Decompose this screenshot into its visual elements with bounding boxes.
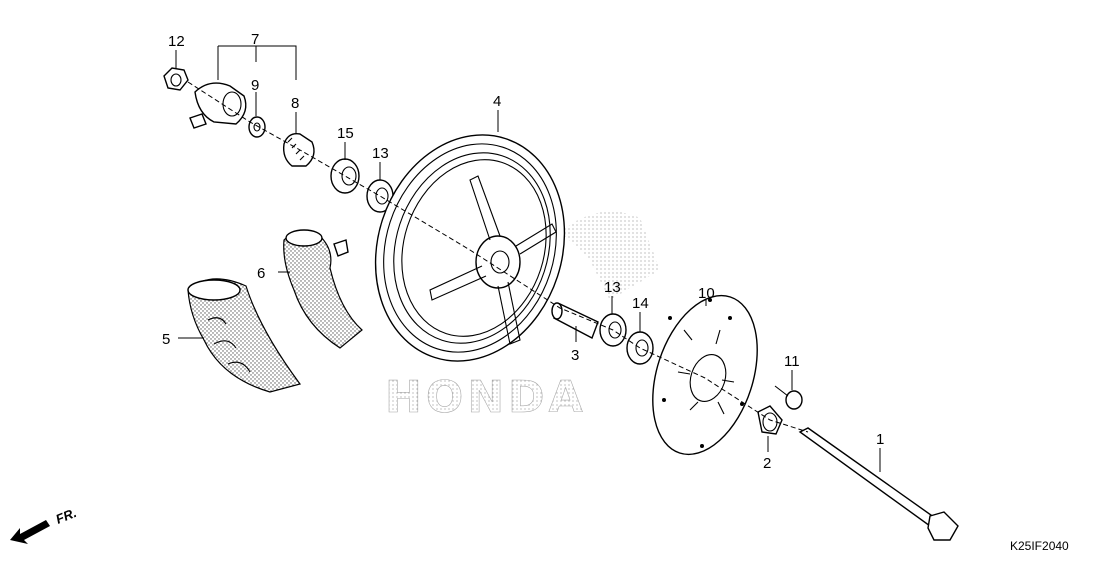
part-7-gearbox	[189, 82, 247, 129]
callout-4: 4	[493, 93, 501, 110]
callout-5: 5	[162, 331, 170, 348]
callout-15: 15	[337, 125, 354, 142]
callout-6: 6	[257, 265, 265, 282]
callout-10: 10	[698, 285, 715, 302]
callout-13-lower: 13	[604, 279, 621, 296]
callout-7: 7	[251, 31, 259, 48]
part-11-bolt	[774, 385, 803, 410]
part-6-tube	[283, 229, 363, 349]
callout-13-upper: 13	[372, 145, 389, 162]
front-direction-label: FR.	[54, 505, 79, 527]
part-15-dust-seal	[330, 158, 360, 194]
part-5-tire	[187, 278, 302, 393]
callout-12: 12	[168, 33, 185, 50]
callout-2: 2	[763, 455, 771, 472]
leader-lines	[175, 45, 881, 472]
figure-code: K25IF2040	[1010, 539, 1069, 553]
part-10-brake-disc	[652, 294, 758, 456]
callout-9: 9	[251, 77, 259, 94]
part-4-wheel	[374, 134, 566, 362]
callout-1: 1	[876, 431, 884, 448]
front-direction-arrow-icon	[10, 520, 50, 544]
callout-labels: 12 7 9 8 15 13 4 6 5 3 13 14 10 11 2 1	[162, 31, 884, 472]
callout-3: 3	[571, 347, 579, 364]
honda-watermark-text: HONDA	[385, 372, 587, 423]
honda-wing-watermark	[560, 211, 660, 300]
callout-14: 14	[632, 295, 649, 312]
part-3-spacer	[551, 302, 599, 339]
callout-8: 8	[291, 95, 299, 112]
part-12-nut	[163, 67, 189, 91]
callout-11: 11	[784, 353, 800, 370]
part-14-dust-seal	[626, 331, 654, 365]
part-9-washer	[248, 116, 266, 138]
part-1-axle	[798, 427, 959, 541]
